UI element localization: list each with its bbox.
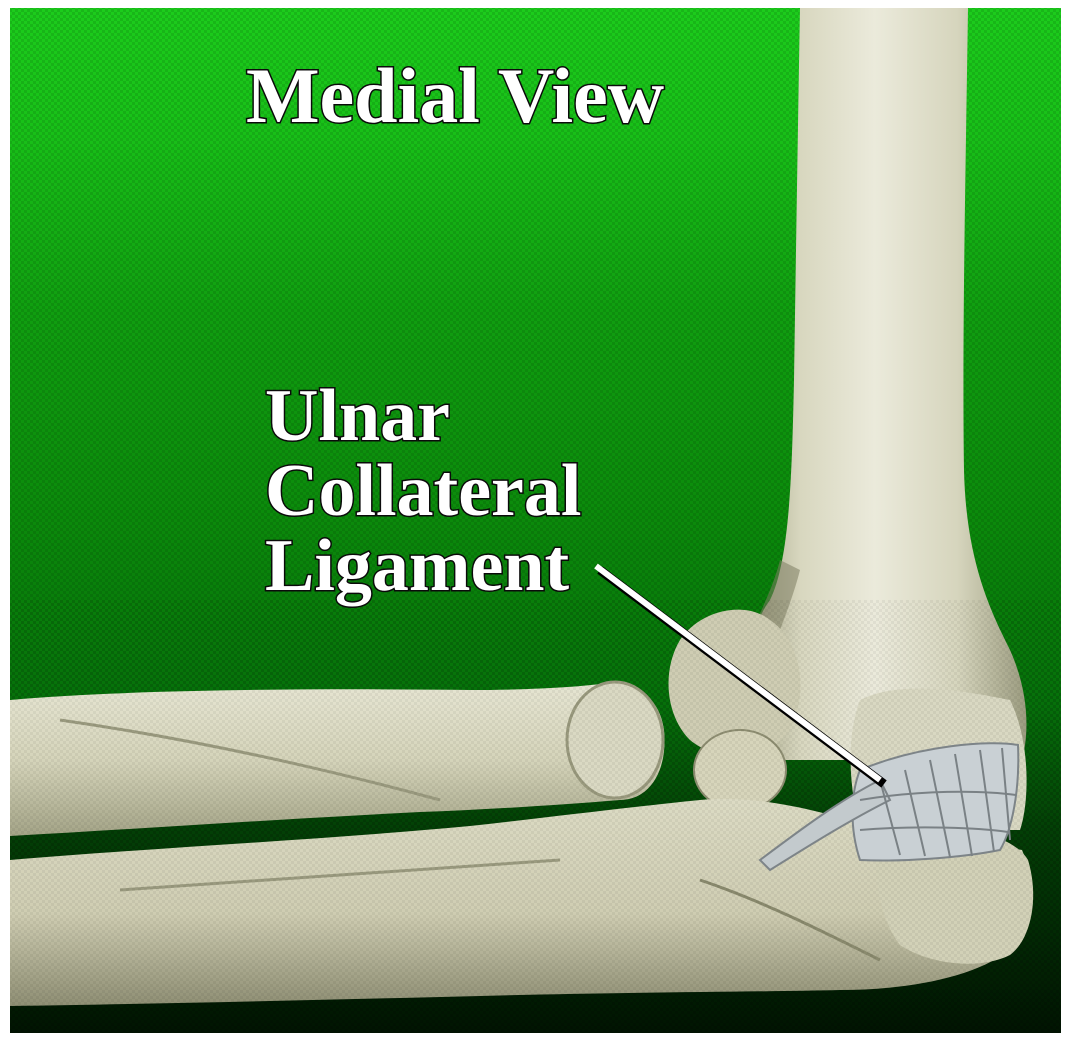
diagram-title: Medial View [246, 52, 664, 139]
ligament-label-line-2: Collateral [265, 450, 581, 532]
ligament-label-line-3: Ligament [265, 525, 570, 607]
ligament-label-line-1: Ulnar [265, 375, 450, 457]
